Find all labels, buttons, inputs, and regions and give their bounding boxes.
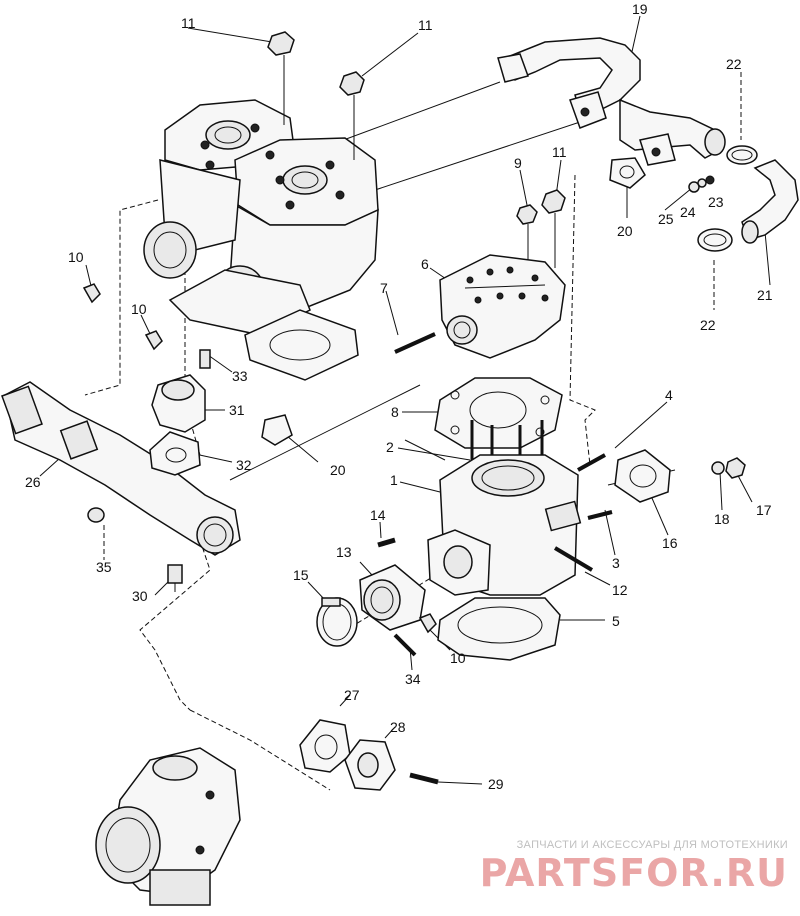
watermark: ЗАПЧАСТИ И АКСЕССУАРЫ ДЛЯ МОТОТЕХНИКИ PA… <box>468 839 788 893</box>
callout-25: 25 <box>658 211 674 227</box>
callout-10: 10 <box>450 650 466 666</box>
fitting-10-lower <box>418 613 437 634</box>
water-manifold-26 <box>1 381 241 556</box>
watermark-logo: PARTSFOR.RU <box>479 851 788 895</box>
thermostat-housing-31 <box>151 374 206 433</box>
bolt-34 <box>393 633 417 657</box>
callout-34: 34 <box>405 671 421 687</box>
stud-4 <box>577 453 606 472</box>
hardware-23-24-25 <box>688 175 715 193</box>
fittings-10-left <box>82 283 163 351</box>
callout-12: 12 <box>612 582 628 598</box>
callout-27: 27 <box>344 687 360 703</box>
callout-1: 1 <box>390 472 398 488</box>
water-outlet-28 <box>344 739 396 791</box>
gasket-32 <box>149 431 201 476</box>
callout-18: 18 <box>714 511 730 527</box>
base-gasket-5 <box>437 597 561 661</box>
callout-29: 29 <box>488 776 504 792</box>
callout-4: 4 <box>665 387 673 403</box>
callout-9: 9 <box>514 155 522 171</box>
bolt-33 <box>199 349 211 369</box>
callout-10: 10 <box>68 249 84 265</box>
callout-28: 28 <box>390 719 406 735</box>
callout-15: 15 <box>293 567 309 583</box>
callout-26: 26 <box>25 474 41 490</box>
washer-nut-17-18 <box>711 457 746 479</box>
callout-13: 13 <box>336 544 352 560</box>
callout-labels: 11 11 19 22 9 11 20 25 24 23 10 6 7 22 2… <box>25 1 773 792</box>
studs-3-12 <box>553 510 613 572</box>
callout-11: 11 <box>418 17 433 33</box>
callout-17: 17 <box>756 502 772 518</box>
gasket-27 <box>299 719 351 773</box>
callout-24: 24 <box>680 204 696 220</box>
callout-7: 7 <box>380 280 388 296</box>
callout-19: 19 <box>632 1 648 17</box>
callout-2: 2 <box>386 439 394 455</box>
gasket-20-lower <box>261 414 293 446</box>
callout-5: 5 <box>612 613 620 629</box>
callout-23: 23 <box>708 194 724 210</box>
callout-6: 6 <box>421 256 429 272</box>
assembled-engine-block <box>143 99 379 381</box>
nuts-11 <box>267 31 566 275</box>
callout-30: 30 <box>132 588 148 604</box>
exhaust-manifold-19 <box>497 37 726 166</box>
callout-16: 16 <box>662 535 678 551</box>
hose-clamps-22 <box>697 145 758 252</box>
head-gasket-8 <box>434 377 563 449</box>
leader-lines <box>39 15 771 791</box>
clamp-15 <box>316 597 358 647</box>
cap-35 <box>87 507 105 523</box>
callout-8: 8 <box>391 404 399 420</box>
callout-22: 22 <box>700 317 716 333</box>
carburetor <box>95 747 241 906</box>
gasket-20-upper <box>609 157 646 189</box>
callout-10: 10 <box>131 301 147 317</box>
gasket-16 <box>614 449 671 503</box>
cylinder-1 <box>427 454 582 596</box>
callout-3: 3 <box>612 555 620 571</box>
coolant-hose-21 <box>741 159 799 244</box>
callout-20: 20 <box>617 223 633 239</box>
callout-33: 33 <box>232 368 248 384</box>
callout-11: 11 <box>552 144 567 160</box>
intake-manifold-13 <box>359 537 426 631</box>
callout-21: 21 <box>757 287 773 303</box>
callout-20: 20 <box>330 462 346 478</box>
callout-14: 14 <box>370 507 386 523</box>
callout-22: 22 <box>726 56 742 72</box>
callout-11: 11 <box>181 15 196 31</box>
bolt-29 <box>409 772 439 785</box>
callout-32: 32 <box>236 457 252 473</box>
sensor-30 <box>167 564 183 592</box>
callout-31: 31 <box>229 402 245 418</box>
stud-7 <box>394 332 436 354</box>
cylinder-head-6 <box>439 254 566 359</box>
callout-35: 35 <box>96 559 112 575</box>
watermark-caption: ЗАПЧАСТИ И АКСЕССУАРЫ ДЛЯ МОТОТЕХНИКИ <box>516 839 788 851</box>
